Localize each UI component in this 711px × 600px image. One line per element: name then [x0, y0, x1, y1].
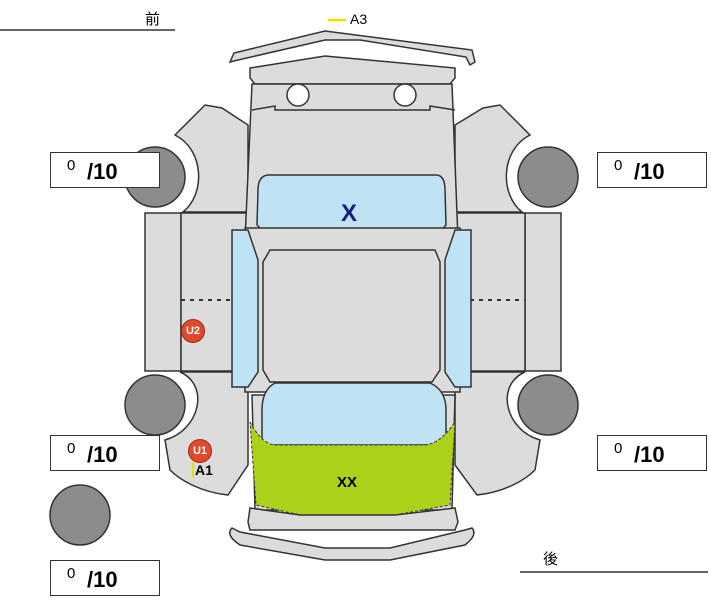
rear-right-wheel: [517, 374, 579, 436]
front-left-fender: [173, 104, 249, 213]
rear-damage-area: [249, 420, 456, 516]
front-right-wheel: [517, 146, 579, 208]
mark-windshield-x: X: [341, 200, 358, 227]
badge-u1: U1: [188, 439, 212, 463]
front-right-fender: [454, 104, 532, 213]
score-value: 0: [67, 157, 76, 174]
score-value: 0: [67, 565, 76, 582]
rear-label: 後: [543, 551, 559, 568]
score-max: /10: [634, 442, 665, 467]
front-label: 前: [145, 11, 161, 28]
score-value: 0: [614, 157, 623, 174]
score-max: /10: [87, 567, 118, 592]
rear-bumper: [229, 527, 475, 561]
score-spare: 0/10: [50, 560, 160, 596]
front-grille: [249, 55, 456, 85]
rear-bumper-inner: [247, 507, 459, 531]
badge-u2: U2: [181, 319, 205, 343]
rear-window: [261, 382, 447, 446]
spare-tire: [49, 484, 111, 546]
hood-line: [251, 105, 456, 111]
rear-left-wheel: [124, 374, 186, 436]
score-max: /10: [87, 159, 118, 184]
score-rear-left: 0/10: [50, 435, 160, 471]
mark-a1: A1: [192, 462, 213, 478]
left-rocker-panel: [144, 212, 182, 372]
right-rocker-panel: [524, 212, 562, 372]
score-front-left: 0/10: [50, 152, 160, 188]
score-front-right: 0/10: [597, 152, 707, 188]
right-headlight: [393, 83, 417, 107]
roof: [262, 249, 441, 383]
left-side-window: [231, 229, 259, 388]
mark-a3: A3: [350, 11, 368, 27]
front-bumper: [228, 30, 476, 67]
score-value: 0: [67, 440, 76, 457]
score-rear-right: 0/10: [597, 435, 707, 471]
mark-rear-xx: XX: [337, 474, 358, 491]
right-side-window: [444, 229, 472, 388]
left-headlight: [286, 83, 310, 107]
score-max: /10: [634, 159, 665, 184]
score-value: 0: [614, 440, 623, 457]
score-max: /10: [87, 442, 118, 467]
